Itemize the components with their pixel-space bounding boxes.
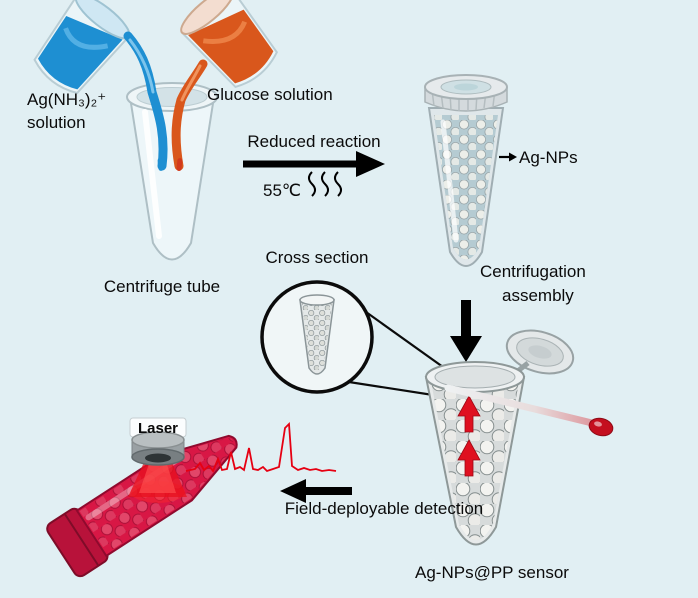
inset-mini-tube [299,294,335,375]
blue-stream-highlight [128,38,155,94]
cross-section-inset [260,280,374,394]
agnps-pointer-arrow-icon [499,152,517,162]
assembly-label-line2: assembly [502,286,574,305]
raman-spectrum [185,421,337,473]
orange-stream-highlight [180,64,202,102]
down-arrow-icon [450,300,482,362]
vessel-label: Centrifuge tube [104,277,220,296]
laser-device [129,417,187,466]
sensor-tube-cap [505,329,575,375]
flow-up-arrows-icon [457,395,481,477]
agnps-tube-cap [424,74,508,112]
orange-beaker [180,0,278,89]
left-arrow-icon [280,479,352,503]
mixing-centrifuge-tube [126,82,218,261]
inset-title-label: Cross section [266,248,369,267]
agnps-tube [424,74,508,267]
orange-liquid [188,9,274,84]
blue-beaker [33,0,131,95]
reagent-a-label-line2: solution [27,113,86,132]
reagent-b-label: Glucose solution [207,85,333,104]
swab [444,384,614,437]
reagent-a-label-line1: Ag(NH₃)₂⁺ [27,90,106,109]
final-product-label: Ag-NPs@PP sensor [415,563,569,582]
sensor-tube [424,329,614,546]
temperature-label: 55℃ [263,181,301,200]
agnps-label: Ag-NPs [519,148,578,167]
reagent-droplets [157,157,183,172]
blue-liquid [37,15,123,90]
reaction-step-label: Reduced reaction [247,132,380,151]
heat-waves-icon [308,171,342,197]
detection-step-label: Field-deployable detection [285,499,483,518]
assembly-label-line1: Centrifugation [480,262,586,281]
laser-lens [145,453,171,463]
laser-beam [128,458,187,497]
reaction-arrow-icon [243,151,385,177]
laser-label: Laser [138,420,178,437]
